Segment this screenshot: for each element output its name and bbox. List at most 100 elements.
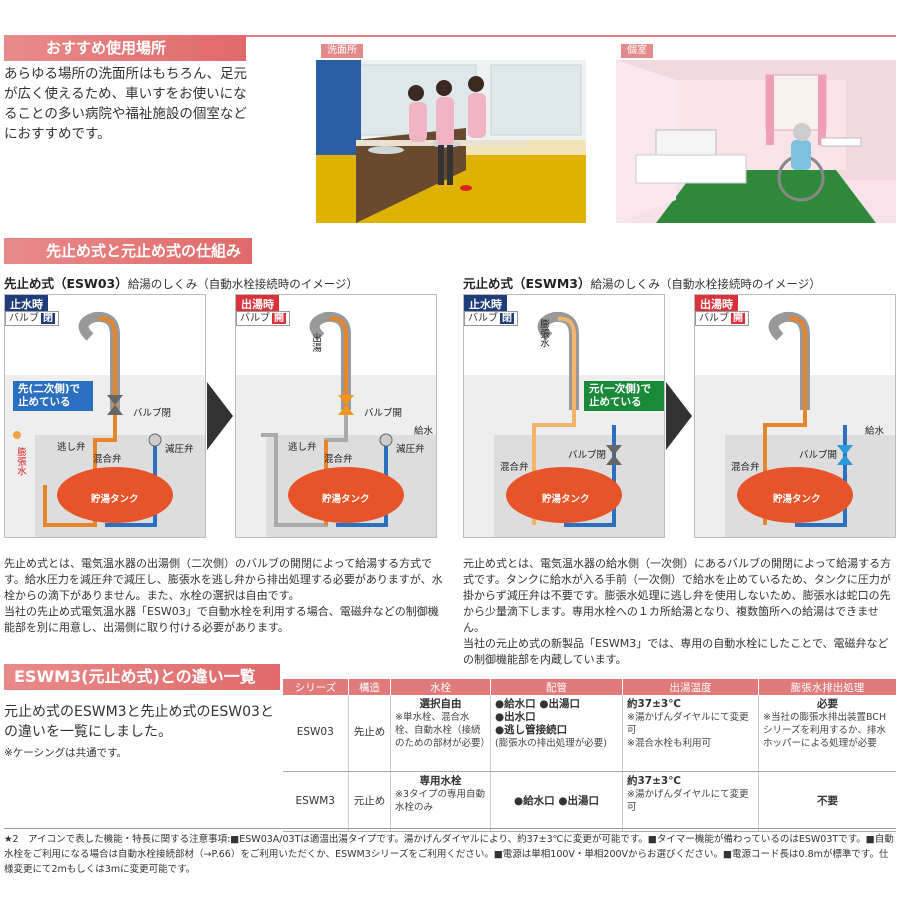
label-tank: 貯湯タンク — [542, 494, 590, 505]
table-row: ESW03 先止め 選択自由 ※単水栓、混合水栓、自動水栓（接続のための部材が必要… — [282, 695, 896, 772]
right-heading-title: 元止め式（ESWM3） — [463, 276, 591, 291]
label-mixing: 混合弁 — [93, 454, 122, 465]
motodome-description: 元止め式とは、電気温水器の給水側（一次側）にあるバルブの開閉によって給湯する方式… — [463, 557, 892, 666]
table-header: 膨張水排出処理 — [758, 679, 896, 695]
left-heading: 先止め式（ESW03）給湯のしくみ（自動水栓接続時のイメージ） — [4, 273, 358, 292]
left-heading-title: 先止め式（ESW03） — [4, 276, 128, 291]
section-title-recommended: おすすめ使用場所 — [4, 35, 246, 61]
left-heading-sub: 給湯のしくみ（自動水栓接続時のイメージ） — [127, 277, 358, 291]
valve-closed: 閉 — [41, 313, 55, 324]
flow-tag: 出湯時 — [236, 295, 279, 313]
label-inlet: 給水 — [414, 426, 434, 437]
label-valve-closed: バルブ閉 — [568, 450, 607, 461]
label-relief: 逃し弁 — [288, 442, 317, 453]
label-valve-closed: バルブ閉 — [133, 408, 172, 419]
valve-label: バルブ — [699, 313, 729, 324]
label-tank: 貯湯タンク — [322, 494, 370, 505]
label-inlet: 給水 — [865, 426, 885, 437]
cell-piping: ●給水口 ●出湯口 — [490, 771, 623, 832]
cell-drain: 不要 — [758, 771, 896, 832]
cell-piping: ●給水口 ●出湯口 ●出水口 ●逃し管接続口 (膨張水の排出処理が必要) — [490, 695, 623, 772]
comparison-table: シリーズ 構造 水栓 配管 出湯温度 膨張水排出処理 ESW03 先止め 選択自… — [282, 679, 896, 832]
temp-note: ※湯かげんダイヤルにて変更可 ※混合水栓も利用可 — [627, 712, 749, 749]
arrow-right-icon — [207, 382, 233, 450]
cell-temp: 約37±3℃ ※湯かげんダイヤルにて変更可 ※混合水栓も利用可 — [622, 695, 759, 772]
cell-temp: 約37±3℃※湯かげんダイヤルにて変更可 — [622, 771, 759, 832]
valve-closed: 閉 — [500, 313, 514, 324]
valve-open: 開 — [731, 313, 745, 324]
temp-value: 約37±3℃ — [627, 698, 681, 710]
comparison-note-small: ※ケーシングは共通です。 — [4, 747, 128, 759]
faucet-value: 専用水栓 — [419, 774, 462, 787]
piping-note: (膨張水の排出処理が必要) — [495, 738, 607, 749]
cell-faucet: 選択自由 ※単水栓、混合水栓、自動水栓（接続のための部材が必要） — [390, 695, 491, 772]
right-heading: 元止め式（ESWM3）給湯のしくみ（自動水栓接続時のイメージ） — [463, 273, 821, 292]
label-tank: 貯湯タンク — [773, 494, 821, 505]
table-header: 水栓 — [390, 679, 491, 695]
callout-sakidome: 先(二次側)で止めている — [13, 381, 93, 411]
washroom-illustration — [316, 60, 586, 223]
private-room-illustration — [616, 60, 896, 223]
label-outlet: 出湯 — [310, 333, 321, 352]
table-header: 出湯温度 — [622, 679, 759, 695]
valve-label: バルブ — [9, 313, 39, 324]
diagram-panel-motodome-stop: 止水時 バルブ閉 元(一次側)で止めている 膨張水 バルブ閉 混合弁 貯湯タンク — [463, 294, 665, 538]
comparison-note: 元止め式のESWM3と先止め式のESW03との違いを一覧にしました。 ※ケーシン… — [4, 702, 274, 763]
stop-tag: 止水時 — [5, 295, 48, 313]
divider — [246, 35, 896, 37]
photo-label-private-room: 個室 — [621, 44, 653, 58]
label-mixing: 混合弁 — [500, 462, 529, 473]
cell-faucet: 専用水栓※3タイプの専用自動水栓のみ — [390, 771, 491, 832]
faucet-note: ※3タイプの専用自動水栓のみ — [395, 788, 486, 813]
table-header-row: シリーズ 構造 水栓 配管 出湯温度 膨張水排出処理 — [282, 679, 896, 695]
valve-label: バルブ — [468, 313, 498, 324]
label-valve-open: バルブ開 — [364, 408, 403, 419]
sakidome-description: 先止め式とは、電気温水器の出湯側（二次側）のバルブの開閉によって給湯する方式です… — [4, 557, 443, 634]
valve-status: バルブ閉 — [464, 311, 518, 326]
label-expansion: 膨張水 — [538, 319, 549, 348]
valve-status: バルブ開 — [695, 311, 749, 326]
label-tank: 貯湯タンク — [91, 494, 139, 505]
label-mixing: 混合弁 — [324, 454, 353, 465]
section-title-comparison: ESWM3(元止め式)との違い一覧 — [4, 664, 280, 690]
label-reducing: 減圧弁 — [396, 444, 425, 455]
arrow-right-icon — [666, 382, 692, 450]
piping-value: ●給水口 ●出湯口 ●出水口 ●逃し管接続口 — [495, 698, 580, 736]
cell-structure: 先止め — [348, 695, 391, 772]
piping-value: ●給水口 ●出湯口 — [514, 794, 599, 807]
valve-status: バルブ開 — [236, 311, 290, 326]
drain-value: 必要 — [817, 698, 838, 710]
temp-note: ※湯かげんダイヤルにて変更可 — [627, 788, 749, 813]
table-header: 配管 — [490, 679, 623, 695]
valve-status: バルブ閉 — [5, 311, 59, 326]
label-expansion: 膨張水 — [15, 447, 26, 476]
label-reducing: 減圧弁 — [165, 444, 194, 455]
label-relief: 逃し弁 — [57, 442, 86, 453]
drain-value: 不要 — [817, 794, 838, 807]
label-valve-open: バルブ開 — [799, 450, 838, 461]
table-header: 構造 — [348, 679, 391, 695]
comparison-note-text: 元止め式のESWM3と先止め式のESW03との違いを一覧にしました。 — [4, 704, 274, 740]
diagram-panel-sakidome-stop: 止水時 バルブ閉 先(二次側)で止めている バルブ閉 逃し弁 減圧弁 混合弁 貯… — [4, 294, 206, 538]
label-mixing: 混合弁 — [731, 462, 760, 473]
section-title-mechanism: 先止め式と元止め式の仕組み — [4, 238, 252, 264]
table-row: ESWM3 元止め 専用水栓※3タイプの専用自動水栓のみ ●給水口 ●出湯口 約… — [282, 771, 896, 832]
valve-open: 開 — [272, 313, 286, 324]
callout-motodome: 元(一次側)で止めている — [584, 381, 664, 411]
faucet-value: 選択自由 — [419, 698, 462, 710]
temp-value: 約37±3℃ — [627, 774, 681, 787]
cell-series: ESWM3 — [282, 771, 349, 832]
flow-tag: 出湯時 — [695, 295, 738, 313]
cell-structure: 元止め — [348, 771, 391, 832]
diagram-panel-sakidome-flow: 出湯時 バルブ開 出湯 バルブ開 給水 逃し弁 減圧弁 混合弁 貯湯タンク — [235, 294, 437, 538]
intro-text: あらゆる場所の洗面所はもちろん、足元が広く使えるため、車いすをお使いになることの… — [4, 66, 247, 142]
cell-drain: 必要 ※当社の膨張水排出装置BCHシリーズを利用するか、排水ホッパーによる処理が必… — [758, 695, 896, 772]
faucet-note: ※単水栓、混合水栓、自動水栓（接続のための部材が必要） — [395, 712, 491, 749]
right-heading-sub: 給湯のしくみ（自動水栓接続時のイメージ） — [590, 277, 821, 291]
table-header: シリーズ — [282, 679, 349, 695]
cell-series: ESW03 — [282, 695, 349, 772]
diagram-panel-motodome-flow: 出湯時 バルブ開 給水 バルブ開 混合弁 貯湯タンク — [694, 294, 896, 538]
drain-note: ※当社の膨張水排出装置BCHシリーズを利用するか、排水ホッパーによる処理が必要 — [763, 712, 887, 749]
stop-tag: 止水時 — [464, 295, 507, 313]
photo-label-washroom: 洗面所 — [321, 44, 363, 58]
